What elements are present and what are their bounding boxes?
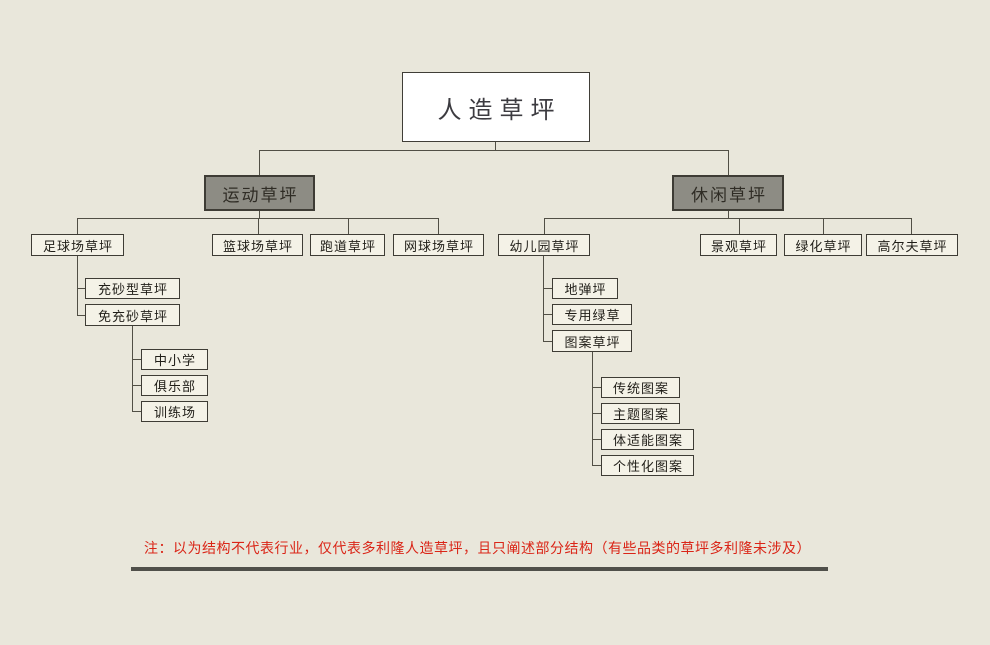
node-schools: 中小学	[141, 349, 208, 370]
node-personalized-pattern: 个性化图案	[601, 455, 694, 476]
node-track: 跑道草坪	[310, 234, 385, 256]
node-fitness-pattern: 体适能图案	[601, 429, 694, 450]
connector-football-vline	[77, 256, 78, 316]
node-sports: 运动草坪	[204, 175, 315, 211]
connector-stub-sand-filled	[77, 288, 85, 289]
node-greening: 绿化草坪	[784, 234, 862, 256]
node-basketball-field: 篮球场草坪	[212, 234, 303, 256]
connector-drop-basketball	[258, 218, 259, 234]
node-special-green: 专用绿草	[552, 304, 632, 325]
node-training-ground: 训练场	[141, 401, 208, 422]
connector-stub-traditional	[592, 387, 601, 388]
connector-stub-personalized	[592, 465, 601, 466]
node-kindergarten: 幼儿园草坪	[498, 234, 590, 256]
node-tennis-field: 网球场草坪	[393, 234, 484, 256]
connector-stub-pattern	[543, 341, 552, 342]
connector-stub-special-green	[543, 314, 552, 315]
node-landscape: 景观草坪	[700, 234, 777, 256]
connector-drop-landscape	[739, 218, 740, 234]
node-clubs: 俱乐部	[141, 375, 208, 396]
node-pattern-turf: 图案草坪	[552, 330, 632, 352]
connector-drop-golf	[911, 218, 912, 234]
connector-stub-ground-bounce	[543, 288, 552, 289]
connector-stub-clubs	[132, 385, 141, 386]
connector-level1-hbar	[259, 150, 729, 151]
node-ground-bounce: 地弹坪	[552, 278, 618, 299]
connector-stub-theme	[592, 413, 601, 414]
connector-stub-schools	[132, 359, 141, 360]
node-non-sand: 免充砂草坪	[85, 304, 180, 326]
node-traditional-pattern: 传统图案	[601, 377, 680, 398]
connector-sports-stem	[259, 211, 260, 218]
connector-drop-greening	[823, 218, 824, 234]
node-golf: 高尔夫草坪	[866, 234, 958, 256]
footnote-text: 注：以为结构不代表行业，仅代表多利隆人造草坪，且只阐述部分结构（有些品类的草坪多…	[144, 542, 811, 557]
node-sand-filled: 充砂型草坪	[85, 278, 180, 299]
connector-drop-football	[77, 218, 78, 234]
connector-drop-leisure	[728, 150, 729, 175]
connector-stub-training	[132, 411, 141, 412]
connector-leisure-stem	[728, 211, 729, 218]
bottom-rule	[131, 567, 828, 571]
connector-drop-kindergarten	[544, 218, 545, 234]
node-football-field: 足球场草坪	[31, 234, 124, 256]
connector-drop-sports	[259, 150, 260, 175]
connector-nonsand-vline	[132, 326, 133, 412]
connector-kindergarten-vline	[543, 256, 544, 342]
connector-root-stem	[495, 141, 496, 150]
connector-stub-fitness	[592, 439, 601, 440]
connector-stub-non-sand	[77, 315, 85, 316]
node-leisure: 休闲草坪	[672, 175, 784, 211]
connector-drop-tennis	[438, 218, 439, 234]
connector-drop-track	[348, 218, 349, 234]
node-root: 人造草坪	[402, 72, 590, 142]
connector-leisure-hbar	[544, 218, 912, 219]
node-theme-pattern: 主题图案	[601, 403, 680, 424]
connector-pattern-vline	[592, 352, 593, 466]
